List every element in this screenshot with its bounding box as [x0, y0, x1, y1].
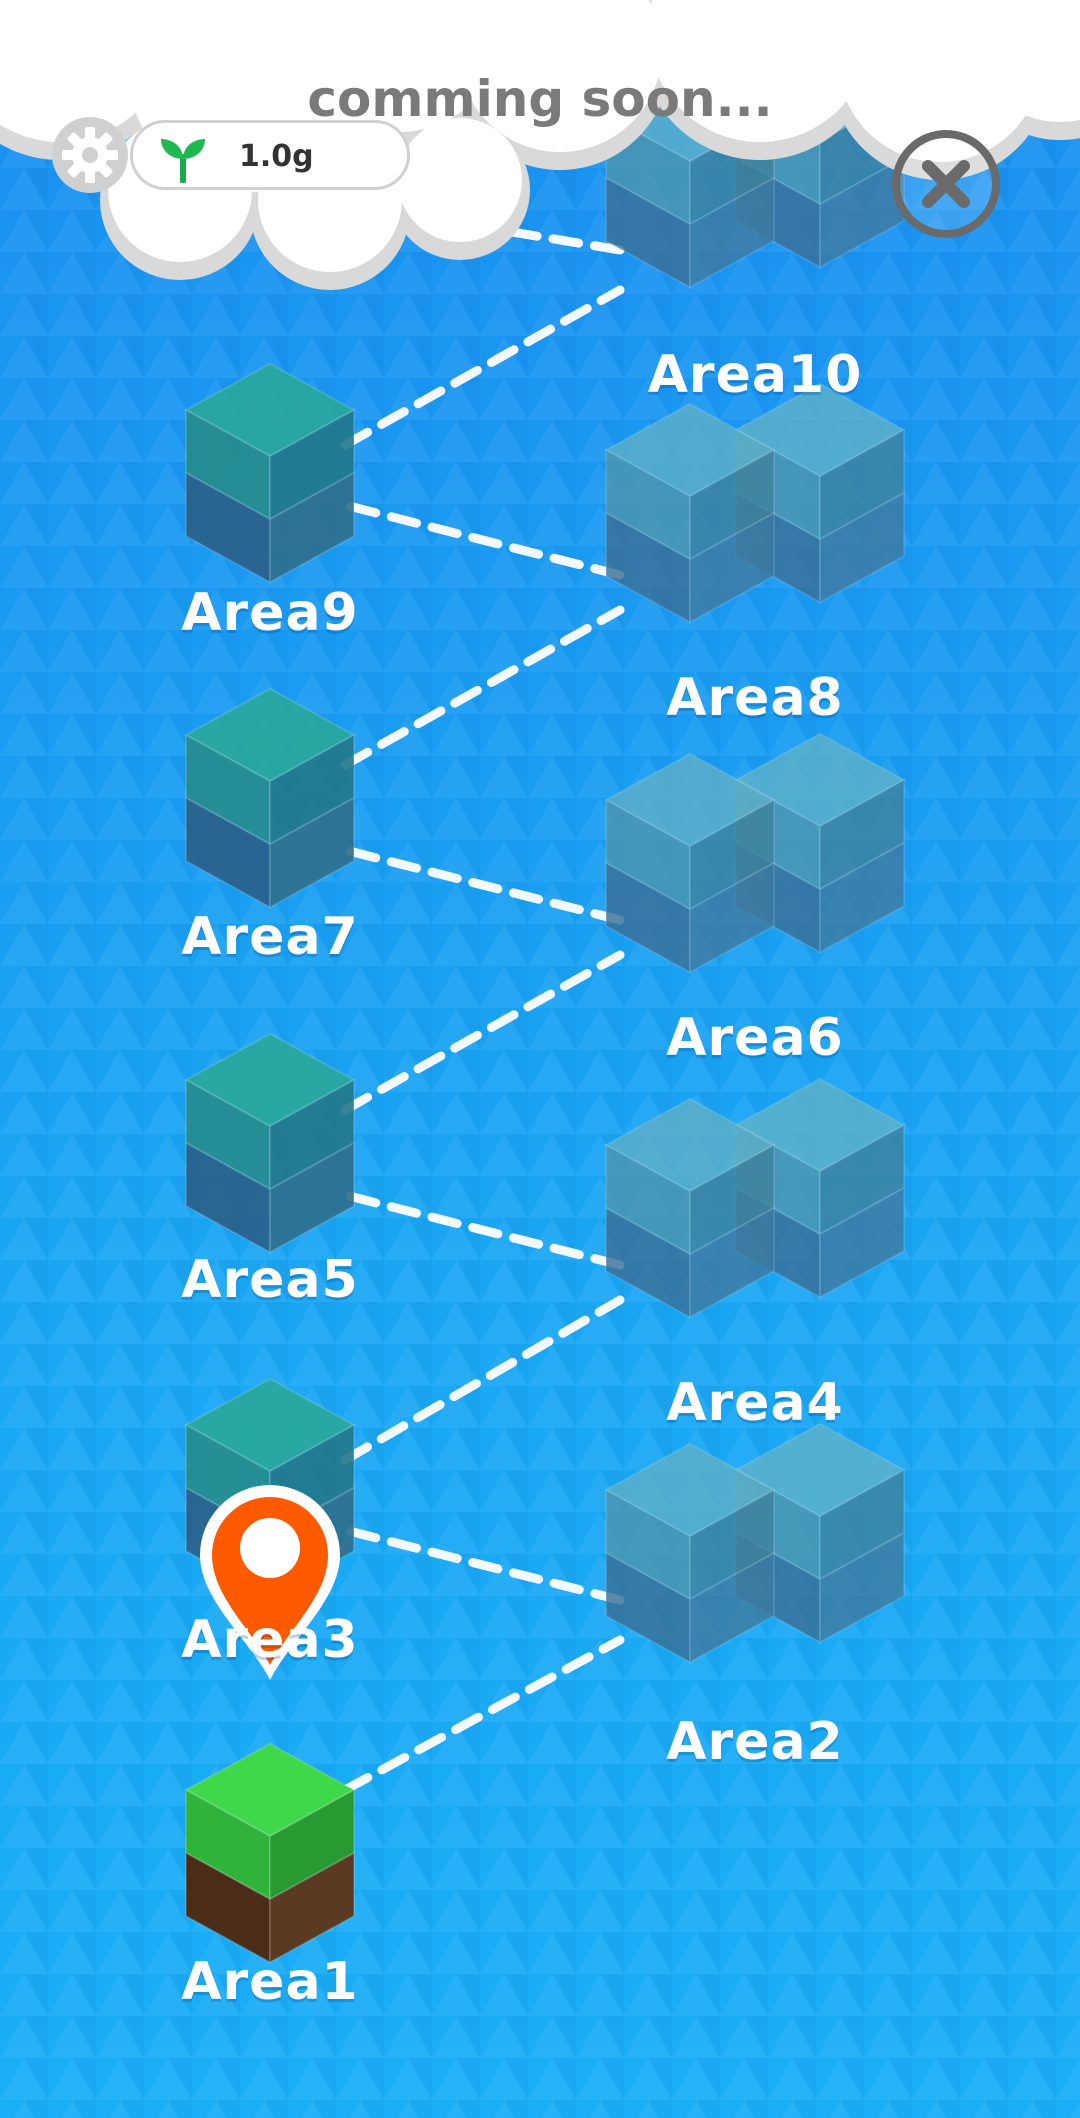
- area-label-5: Area5: [181, 1250, 359, 1310]
- location-marker-icon: [200, 1485, 340, 1680]
- area-tile-3[interactable]: [185, 1410, 355, 1600]
- area-1-tile: [183, 1742, 357, 1964]
- path-8-9: [340, 500, 625, 580]
- sprout-icon: [161, 139, 205, 183]
- path-6-7: [340, 845, 625, 925]
- area-label-6: Area6: [666, 1008, 844, 1068]
- path-10-top: [495, 225, 625, 255]
- area-label-3: Area3: [181, 1610, 359, 1670]
- path-7-8: [340, 605, 625, 770]
- area-4-tile: [603, 1077, 907, 1319]
- area-tile-8[interactable]: [600, 445, 910, 660]
- area-tile-10[interactable]: [600, 125, 910, 340]
- path-1-2: [340, 1635, 625, 1795]
- area-label-4: Area4: [666, 1373, 844, 1433]
- area-tile-6[interactable]: [600, 785, 910, 1000]
- area-label-1: Area1: [181, 1952, 359, 2012]
- path-9-10: [340, 285, 625, 450]
- area-8-tile: [603, 382, 907, 624]
- path-lines: [340, 225, 625, 1795]
- path-4-5: [340, 1190, 625, 1270]
- path-3-4: [340, 1295, 625, 1465]
- currency-display: 1.0g: [130, 120, 410, 190]
- area-2-tile: [603, 1422, 907, 1664]
- gear-icon[interactable]: [50, 115, 130, 195]
- close-icon[interactable]: [890, 128, 1002, 240]
- area-tile-4[interactable]: [600, 1150, 910, 1365]
- area-7-tile: [183, 687, 357, 909]
- area-label-7: Area7: [181, 907, 359, 967]
- area-9-tile: [183, 362, 357, 584]
- area-5-tile: [183, 1032, 357, 1254]
- area-label-2: Area2: [666, 1712, 844, 1772]
- area-tile-2[interactable]: [600, 1490, 910, 1705]
- path-2-3: [340, 1525, 625, 1605]
- area-label-10: Area10: [647, 345, 863, 405]
- area-tile-7[interactable]: [185, 705, 355, 905]
- currency-value: 1.0g: [239, 139, 314, 174]
- coming-soon-banner: comming soon...: [307, 70, 773, 128]
- area-label-9: Area9: [181, 583, 359, 643]
- area-tile-9[interactable]: [185, 380, 355, 580]
- area-tile-5[interactable]: [185, 1045, 355, 1245]
- area-6-tile: [603, 732, 907, 974]
- area-tile-1[interactable]: [185, 1745, 355, 1945]
- area-label-8: Area8: [666, 668, 844, 728]
- path-5-6: [340, 950, 625, 1115]
